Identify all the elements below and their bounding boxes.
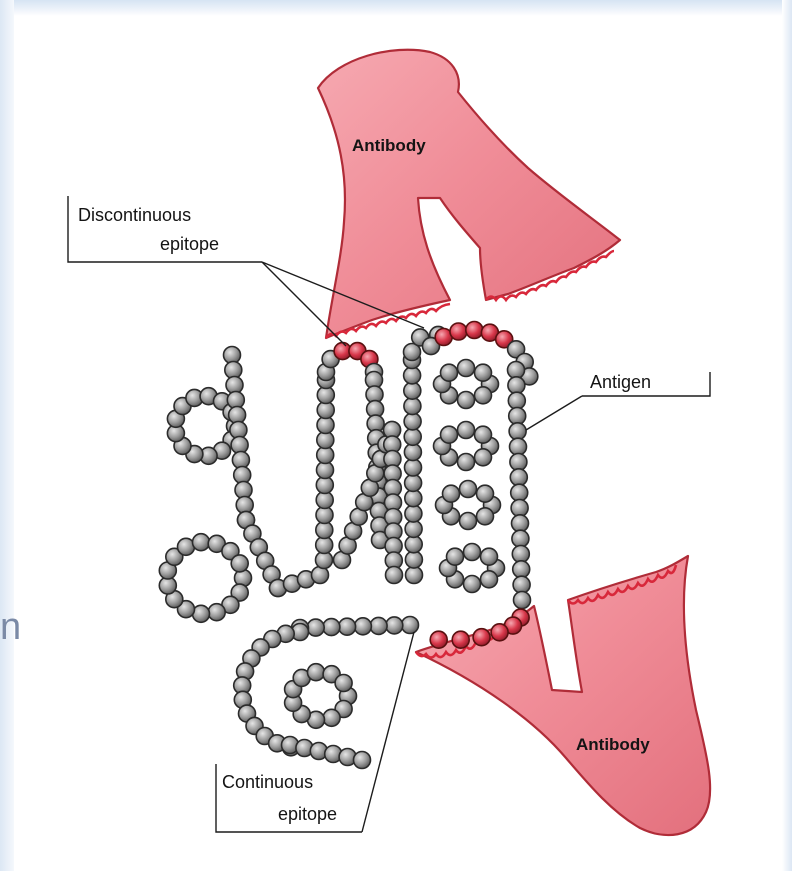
antigen-bead [511,500,528,517]
antibody-bottom: Antibody [416,556,710,835]
antigen-bead [323,619,340,636]
antigen-bead [354,618,371,635]
antigen-bead [405,474,422,491]
antigen-bead [404,398,421,415]
antigen-bead [208,604,225,621]
antigen-bead [458,454,475,471]
antigen-bead [510,469,527,486]
antigen-bead [477,485,494,502]
antigen-bead [405,536,422,553]
epitope-bead [430,631,447,648]
antigen-bead [475,387,492,404]
antigen-bead [404,428,421,445]
antigen-bead [510,438,527,455]
antigen-bead [458,422,475,439]
antibody-top-shape [318,50,620,338]
antigen-bead [511,484,528,501]
antigen-bead [406,567,423,584]
antigen-chain [159,322,538,769]
antigen-bead [405,551,422,568]
antigen-bead [405,505,422,522]
antigen-bead [477,508,494,525]
antigen-bead [441,364,458,381]
antibody-bottom-shape [416,556,710,835]
antigen-bead [512,515,529,532]
antigen-bead [481,571,498,588]
antigen-bead [447,548,464,565]
antigen-bead [509,408,526,425]
discontinuous-epitope-label-line1: Discontinuous [78,205,191,225]
antigen-bead [508,377,525,394]
antigen-bead [509,423,526,440]
antigen-bead [460,513,477,530]
antigen-bead [475,426,492,443]
antigen-leader [526,396,582,430]
antigen-bead [193,534,210,551]
epitope-bead [491,624,508,641]
antigen-bead [386,567,403,584]
antigen-bead [458,360,475,377]
antigen-bead [513,561,530,578]
antibody-top: Antibody [318,50,620,338]
antigen-bead [386,617,403,634]
continuous-epitope-label-line1: Continuous [222,772,313,792]
antigen-bead [402,617,419,634]
epitope-bead [452,631,469,648]
antigen-bead [404,444,421,461]
antigen-bead [405,520,422,537]
antigen-bead [512,546,529,563]
antigen-bead [464,544,481,561]
antigen-bead [335,675,352,692]
antigen-bead [404,382,421,399]
antigen-bead [464,576,481,593]
antibody-bottom-label: Antibody [576,735,650,754]
antigen-bead [354,752,371,769]
antigen-bead [443,485,460,502]
antigen-bead [460,481,477,498]
antigen-label: Antigen [590,372,651,392]
antigen-bead [508,392,525,409]
antigen-bead [458,392,475,409]
antigen-bead [441,426,458,443]
epitope-bead [466,322,483,339]
discontinuous-epitope-label-line2: epitope [160,234,219,254]
antigen-bead [475,449,492,466]
antigen-bead [339,618,356,635]
antigen-bead [481,548,498,565]
antigen-bead [231,555,248,572]
antigen-bead [404,367,421,384]
antigen-bead [510,454,527,471]
antigen-bead [307,619,324,636]
continuous-leader [362,632,414,832]
antibody-top-label: Antibody [352,136,426,155]
antigen-bead [323,709,340,726]
antigen-bead [405,490,422,507]
antigen-bead [512,530,529,547]
antigen-bead [404,413,421,430]
antigen-bead [405,459,422,476]
antigen-bead [513,576,530,593]
antigen-bead [475,364,492,381]
epitope-bead [473,629,490,646]
antigen-bead [514,592,531,609]
antigen-bead [370,617,387,634]
continuous-epitope-label-line2: epitope [278,804,337,824]
antigen-bead [508,362,525,379]
epitope-bead [450,323,467,340]
antigen-bead [308,664,325,681]
